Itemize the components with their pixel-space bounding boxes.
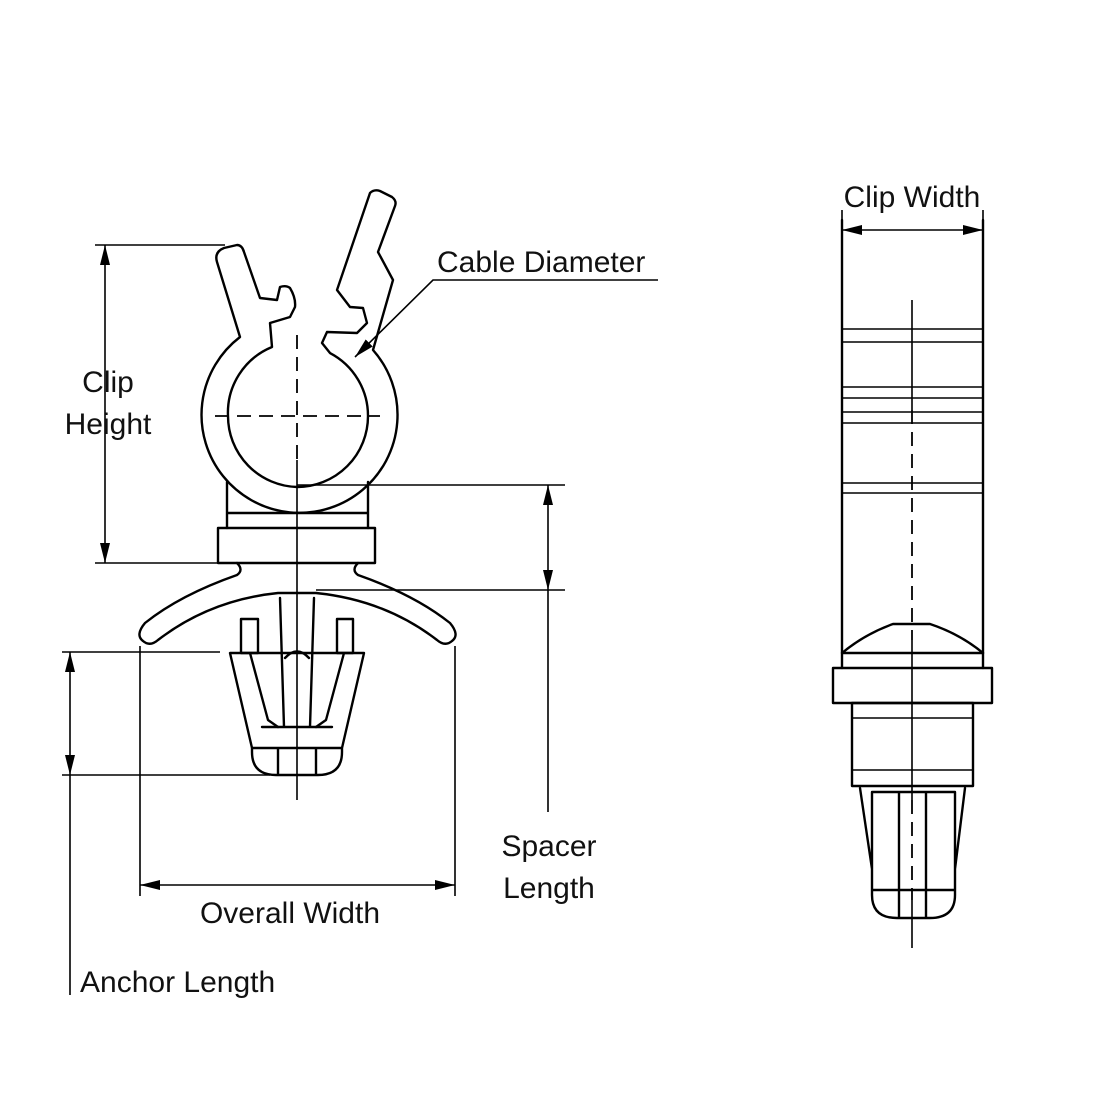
spacer-length-label-1: Spacer (501, 830, 596, 863)
side-dome (840, 622, 985, 655)
overall-width-label: Overall Width (200, 897, 380, 930)
clip-height-dimension: Clip Height (65, 244, 225, 564)
prong-left (239, 617, 260, 655)
clip-height-label-2: Height (65, 408, 152, 441)
cable-diameter-callout: Cable Diameter (354, 246, 658, 358)
anchor-length-label: Anchor Length (80, 966, 275, 999)
cable-diameter-label: Cable Diameter (437, 246, 645, 279)
overall-width-dimension: Overall Width (139, 646, 456, 930)
spacer-length-label-2: Length (503, 872, 595, 905)
spacer-length-dimension: Spacer Length (297, 484, 597, 905)
side-view (831, 218, 994, 948)
anchor-length-dimension: Anchor Length (62, 651, 275, 999)
clip-width-label: Clip Width (844, 181, 981, 214)
prong-right (335, 617, 355, 655)
side-anchor (858, 786, 967, 920)
front-view (138, 189, 457, 800)
clip-width-dimension: Clip Width (841, 181, 984, 330)
clip-height-label-1: Clip (82, 366, 134, 399)
clip-ring-outer (200, 189, 399, 515)
